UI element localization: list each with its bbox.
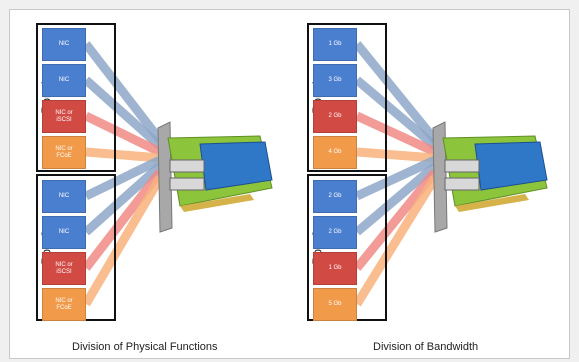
slot-label: NIC or FCoE: [55, 145, 73, 159]
card-bracket: [157, 121, 173, 233]
port2-slot-1: NIC: [42, 180, 86, 213]
port2-slot-3: NIC or iSCSI: [42, 252, 86, 285]
left-connectors-svg: [82, 41, 273, 307]
port1-slot-2: NIC: [42, 64, 86, 97]
card-heatsink: [199, 141, 273, 191]
port1-connector-2: [83, 76, 163, 150]
port2-connector-3: [82, 169, 164, 271]
port2-slot-3: 1 Gb: [313, 252, 357, 285]
port2-connector-3: [353, 169, 439, 271]
port1-group: [36, 23, 116, 172]
port2-connector-1: [84, 155, 162, 201]
port1-slot-4: NIC or FCoE: [42, 136, 86, 169]
port2-connector-1: [355, 155, 437, 201]
port2-connector-2: [83, 162, 163, 236]
port1-connector-2: [354, 76, 438, 150]
card-port-2: [169, 177, 205, 191]
slot-label: NIC: [58, 193, 70, 199]
card-heatsink: [474, 141, 548, 191]
port1-connector-1: [82, 41, 164, 143]
port1-connector-3: [355, 111, 437, 157]
port1-group: [307, 23, 387, 172]
slot-label: 2 Gb: [328, 113, 342, 119]
card-port-1: [169, 159, 205, 173]
slot-label: 3 Gb: [328, 77, 342, 83]
slot-label: NIC or iSCSI: [55, 109, 73, 123]
port1-connector-4: [356, 147, 436, 163]
port2-slot-2: 2 Gb: [313, 216, 357, 249]
port2-slot-4: NIC or FCoE: [42, 288, 86, 321]
left-caption: Division of Physical Functions: [72, 341, 218, 353]
slot-label: 5 Gb: [328, 301, 342, 307]
slot-label: NIC: [58, 229, 70, 235]
port2-slot-1: 2 Gb: [313, 180, 357, 213]
port2-connector-2: [354, 162, 438, 236]
port1-slot-3: NIC or iSCSI: [42, 100, 86, 133]
slot-label: 2 Gb: [328, 229, 342, 235]
port1-connector-3: [84, 111, 162, 157]
card-port-1: [444, 159, 480, 173]
port2-connector-4: [353, 175, 439, 307]
port1-slot-4: 4 Gb: [313, 136, 357, 169]
port1-slot-1: 1 Gb: [313, 28, 357, 61]
slot-label: 1 Gb: [328, 265, 342, 271]
port2-slot-4: 5 Gb: [313, 288, 357, 321]
slot-label: 2 Gb: [328, 193, 342, 199]
slot-label: NIC: [58, 77, 70, 83]
port2-slot-2: NIC: [42, 216, 86, 249]
right-connectors-svg: [353, 41, 548, 307]
port1-slot-2: 3 Gb: [313, 64, 357, 97]
port1-slot-1: NIC: [42, 28, 86, 61]
slot-label: NIC: [58, 41, 70, 47]
card-connector-pins: [455, 194, 529, 212]
port1-connector-1: [353, 41, 439, 143]
bandwidth-panel: Port 1 1 Gb3 Gb2 Gb4 Gb Port 2 2 Gb2 Gb1…: [285, 10, 565, 360]
card-bracket: [432, 121, 448, 233]
right-caption: Division of Bandwidth: [373, 341, 479, 353]
slot-label: 1 Gb: [328, 41, 342, 47]
slot-label: NIC or iSCSI: [55, 261, 73, 275]
port1-connector-4: [85, 147, 161, 163]
card-port-2: [444, 177, 480, 191]
card-connector-pins: [180, 194, 254, 212]
port2-connector-4: [82, 175, 164, 307]
slot-label: NIC or FCoE: [55, 297, 73, 311]
port1-slot-3: 2 Gb: [313, 100, 357, 133]
slot-label: 4 Gb: [328, 149, 342, 155]
